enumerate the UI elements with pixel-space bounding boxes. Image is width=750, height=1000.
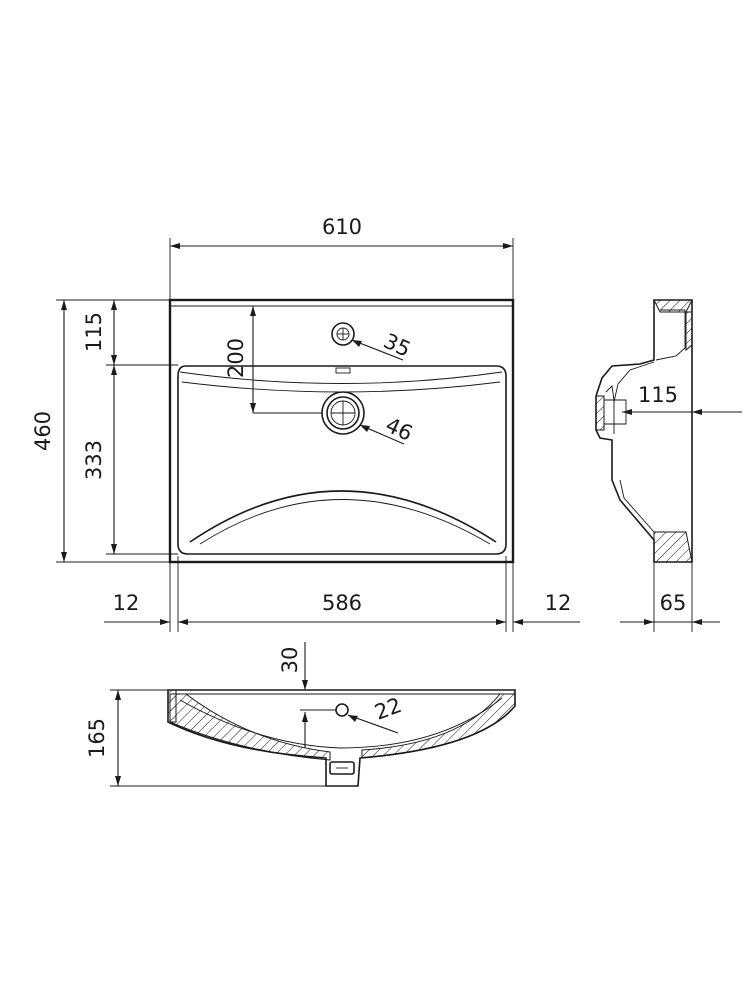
dim-overall-depth: 460 — [31, 411, 55, 451]
bowl-outline — [177, 365, 507, 555]
dim-side-section-depth: 65 — [660, 591, 687, 615]
dim-bowl-width: 586 — [322, 591, 362, 615]
dim-drain-diameter: 46 — [382, 413, 416, 446]
dim-depth-group: 460 115 333 — [31, 299, 178, 563]
dim-side-section-offset: 115 — [638, 383, 678, 407]
dim-front-overflow-offset: 30 — [278, 647, 302, 674]
dim-top-width-group: 610 — [169, 215, 514, 300]
dim-tap-hole-diameter: 35 — [380, 329, 414, 362]
dim-top-width: 610 — [322, 215, 362, 239]
overflow-hole — [335, 703, 349, 717]
dim-overflow-diameter: 22 — [372, 693, 405, 725]
dim-side-margin-left: 12 — [113, 591, 140, 615]
basin-outline — [168, 298, 515, 564]
drain-hole — [321, 391, 365, 435]
front-section-view: 30 22 165 — [85, 642, 516, 787]
dim-width-breakdown-group: 12 586 12 — [104, 556, 580, 632]
dim-rim-depth: 115 — [82, 312, 106, 352]
dim-bowl-depth: 333 — [82, 440, 106, 480]
side-section-outline — [595, 299, 693, 563]
bowl-front-curve — [189, 490, 497, 543]
dim-front-height: 165 — [85, 718, 109, 758]
dim-tap-hole-offset: 200 — [224, 338, 248, 378]
side-section-view: 115 65 — [595, 299, 742, 632]
dim-side-margin-right: 12 — [545, 591, 572, 615]
plan-view: 200 35 46 — [168, 298, 515, 564]
tap-hole — [331, 322, 355, 346]
